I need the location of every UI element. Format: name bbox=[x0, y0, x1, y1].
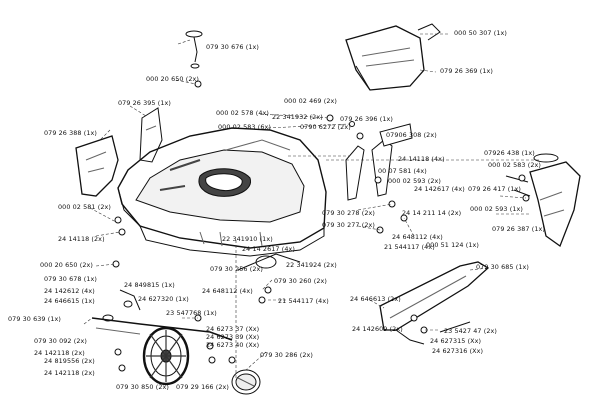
part-label: 000 02 469 (2x) bbox=[284, 97, 337, 105]
part-label: 079 30 678 (1x) bbox=[44, 275, 97, 283]
part-label: 000 51 124 (1x) bbox=[426, 241, 479, 249]
handle-part bbox=[379, 261, 490, 345]
part-label: 24 627316 (Xx) bbox=[432, 347, 484, 355]
part-label: 079 30 286 (2x) bbox=[260, 351, 313, 359]
part-label: 000 02 583 (6x) bbox=[218, 123, 271, 131]
part-label: 000 02 593 (2x) bbox=[388, 177, 441, 185]
part-label: 079 30 850 (2x) bbox=[116, 383, 169, 391]
part-label: 0790 6272 (2x) bbox=[300, 123, 351, 131]
part-label: 24 648112 (4x) bbox=[392, 233, 443, 241]
part-label: 23 5427 47 (2x) bbox=[444, 327, 497, 335]
part-label: 000 20 650 (2x) bbox=[40, 261, 93, 269]
part-label: 24 14 211 14 (2x) bbox=[402, 209, 462, 217]
part-label: 000 02 581 (2x) bbox=[58, 203, 111, 211]
part-label: 24 648112 (4x) bbox=[202, 287, 253, 295]
part-label: 24 14 2617 (4x) bbox=[242, 245, 295, 253]
part-label: 079 30 277 (2x) bbox=[322, 221, 375, 229]
part-label: 000 50 307 (1x) bbox=[454, 29, 507, 37]
part-label: 079 29 166 (2x) bbox=[176, 383, 229, 391]
part-label: 22 341932 (2x) bbox=[272, 113, 323, 121]
part-label: 079 30 676 (1x) bbox=[206, 43, 259, 51]
part-label: 079 26 388 (1x) bbox=[44, 129, 97, 137]
part-label: 000 02 583 (2x) bbox=[488, 161, 541, 169]
part-label: 24 142617 (4x) bbox=[414, 185, 465, 193]
part-label: 000 20 650 (2x) bbox=[146, 75, 199, 83]
part-label: 22 341924 (2x) bbox=[286, 261, 337, 269]
part-label: 079 30 260 (2x) bbox=[274, 277, 327, 285]
part-label: 21 544117 (4x) bbox=[278, 297, 329, 305]
part-label: 07906 308 (2x) bbox=[386, 131, 437, 139]
part-label: 24 6273 39 (Xx) bbox=[206, 333, 260, 341]
grass-catcher-lid bbox=[345, 23, 441, 91]
mower-deck bbox=[117, 127, 327, 257]
part-label: 24 14118 (2x) bbox=[58, 235, 105, 243]
part-label: 079 26 395 (1x) bbox=[118, 99, 171, 107]
part-label: 00 07 581 (4x) bbox=[378, 167, 427, 175]
part-label: 079 30 256 (2x) bbox=[210, 265, 263, 273]
part-label: 24 142612 (4x) bbox=[44, 287, 95, 295]
part-label: 07926 438 (1x) bbox=[484, 149, 535, 157]
part-label: 24 6273 40 (Xx) bbox=[206, 341, 260, 349]
part-label: 24 646615 (1x) bbox=[44, 297, 95, 305]
part-label: 24 627320 (1x) bbox=[138, 295, 189, 303]
part-label: 000 02 578 (4x) bbox=[216, 109, 269, 117]
part-label: 24 6273 37 (Xx) bbox=[206, 325, 260, 333]
part-label: 079 30 092 (2x) bbox=[34, 337, 87, 345]
left-flap-parts bbox=[75, 107, 163, 197]
part-label: 079 30 278 (2x) bbox=[322, 209, 375, 217]
right-bracket-parts bbox=[345, 123, 581, 248]
part-label: 079 26 396 (1x) bbox=[340, 115, 393, 123]
part-label: 24 14118 (4x) bbox=[398, 155, 445, 163]
part-label: 079 26 369 (1x) bbox=[440, 67, 493, 75]
part-label: 23 547768 (1x) bbox=[166, 309, 217, 317]
part-label: 24 142118 (2x) bbox=[34, 349, 85, 357]
part-label: 079 26 417 (1x) bbox=[468, 185, 521, 193]
part-label: 24 142609 (2x) bbox=[352, 325, 403, 333]
part-label: 24 627315 (Xx) bbox=[430, 337, 482, 345]
part-label: 24 646613 (2x) bbox=[350, 295, 401, 303]
axle-parts bbox=[91, 253, 301, 341]
part-label: 079 30 639 (1x) bbox=[8, 315, 61, 323]
part-label: 21 544117 (4x) bbox=[384, 243, 435, 251]
part-label: 22 341910 (1x) bbox=[222, 235, 273, 243]
knob-part bbox=[185, 30, 203, 69]
part-label: 079 26 387 (1x) bbox=[492, 225, 545, 233]
part-label: 24 849815 (1x) bbox=[124, 281, 175, 289]
part-label: 24 819556 (2x) bbox=[44, 357, 95, 365]
part-label: 079 30 685 (1x) bbox=[476, 263, 529, 271]
wheel-part bbox=[142, 326, 190, 386]
leader-lines bbox=[83, 33, 540, 384]
part-label: 000 02 593 (1x) bbox=[470, 205, 523, 213]
part-label: 24 142118 (2x) bbox=[44, 369, 95, 377]
